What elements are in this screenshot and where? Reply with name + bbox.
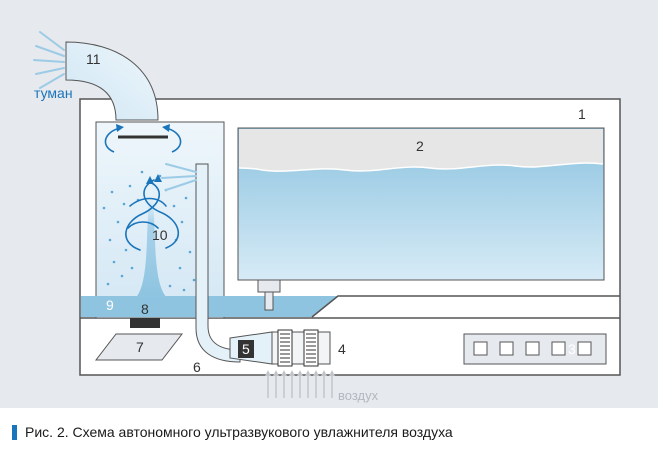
label-5: 5 bbox=[242, 341, 250, 357]
outlet-duct bbox=[65, 41, 159, 121]
label-8: 8 bbox=[141, 301, 149, 317]
tube-outlet-spray bbox=[161, 163, 197, 191]
label-9: 9 bbox=[106, 297, 114, 313]
swirl-arrowheads bbox=[146, 174, 162, 184]
air-intake-arrowheads bbox=[265, 370, 335, 376]
tank-valve bbox=[257, 279, 281, 293]
fountain bbox=[133, 182, 170, 300]
control-buttons bbox=[473, 341, 592, 356]
base-slope bbox=[311, 295, 620, 318]
water-layer bbox=[81, 296, 338, 317]
deflector-arrows bbox=[104, 127, 182, 153]
caption-text: Рис. 2. Схема автономного ультразвуковог… bbox=[25, 424, 453, 440]
label-3: 3 bbox=[568, 341, 576, 357]
air-intake-arrows bbox=[267, 374, 333, 398]
tank-valve-stem bbox=[264, 291, 274, 311]
tank-air-gap bbox=[239, 129, 603, 172]
mist-droplets bbox=[102, 170, 196, 292]
label-fog: туман bbox=[34, 85, 73, 101]
label-11: 11 bbox=[86, 51, 101, 67]
label-6: 6 bbox=[193, 359, 201, 375]
deflector-arrowheads bbox=[116, 124, 170, 132]
fan-label-box bbox=[238, 340, 254, 358]
swirl-arrows bbox=[125, 179, 179, 251]
humidifier-diagram: 1 2 3 4 5 6 7 8 9 10 11 туман воздух bbox=[33, 31, 621, 403]
power-unit bbox=[94, 333, 184, 361]
label-7: 7 bbox=[136, 339, 144, 355]
fan-grilles bbox=[277, 329, 319, 367]
ultrasonic-transducer bbox=[130, 318, 160, 328]
tank-water-surface bbox=[238, 162, 604, 172]
fog-spray bbox=[33, 31, 65, 89]
label-10: 10 bbox=[152, 227, 168, 243]
label-2: 2 bbox=[416, 138, 424, 154]
label-air: воздух bbox=[338, 388, 379, 403]
figure-caption: Рис. 2. Схема автономного ультразвуковог… bbox=[12, 422, 453, 442]
caption-marker bbox=[12, 424, 17, 440]
label-1: 1 bbox=[578, 106, 586, 122]
label-4: 4 bbox=[338, 341, 346, 357]
